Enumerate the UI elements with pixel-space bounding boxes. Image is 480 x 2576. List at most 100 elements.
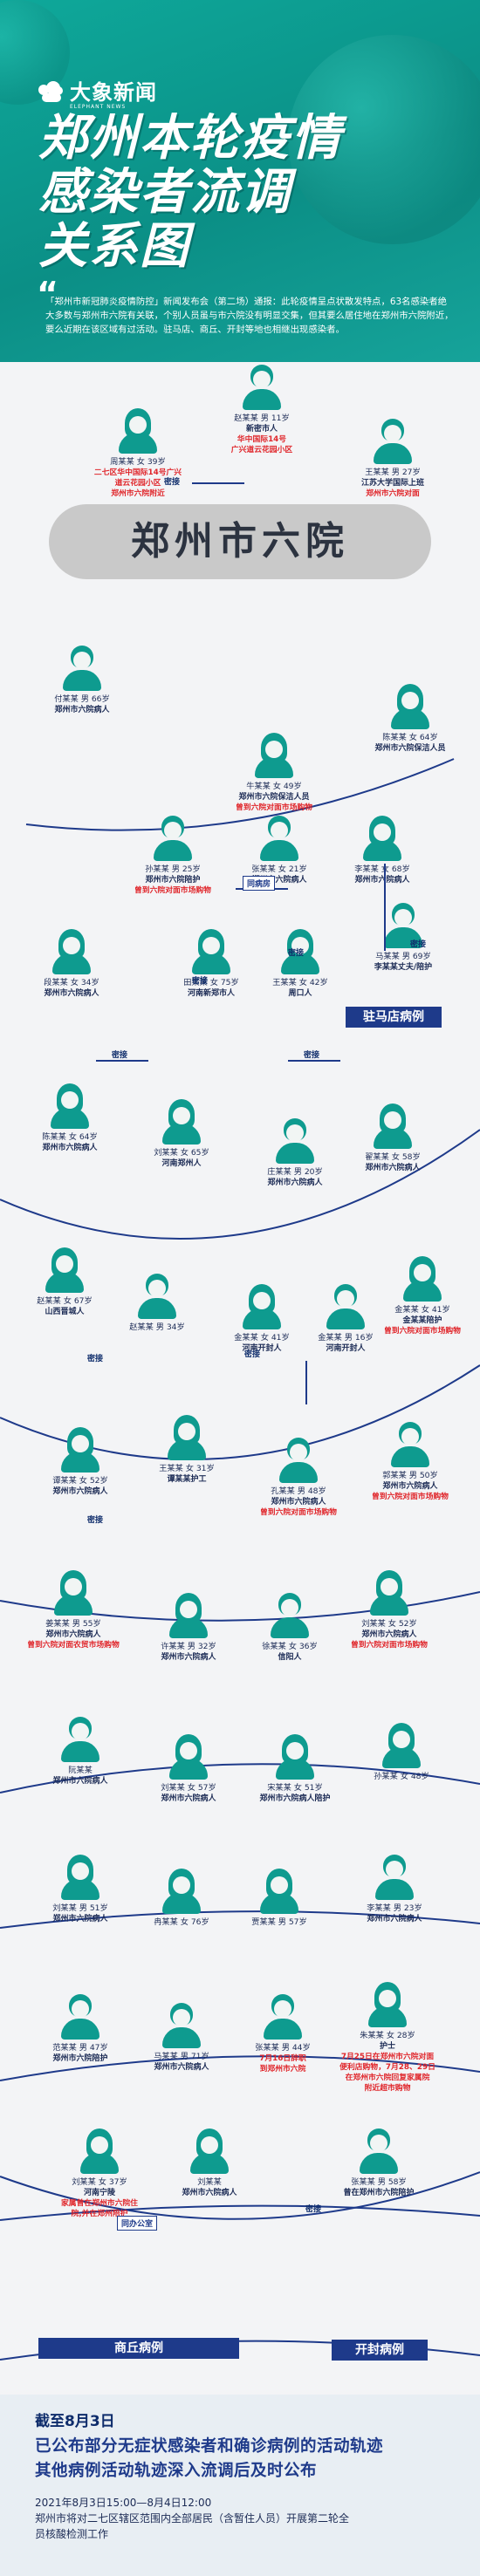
person-note: 曾到六院对面市场购物 (384, 1327, 461, 1336)
tag-mijie-4: 密接 (192, 977, 209, 986)
person-desc: 护士 (379, 2042, 395, 2051)
person-desc: 郑州市六院病人 (44, 989, 99, 998)
person-node: 许某某 男 32岁郑州市六院病人 (127, 1593, 250, 1663)
footer-note-1: 2021年8月3日15:00—8月4日12:00 (35, 2497, 212, 2509)
person-name: 刘某某 (197, 2177, 222, 2187)
person-desc: 新密市人 (245, 425, 278, 434)
label-zhumadian: 驻马店病例 (346, 1007, 442, 1028)
person-icon (384, 903, 422, 948)
person-icon (61, 1717, 99, 1762)
footer-note-3: 员核酸检测工作 (35, 2528, 109, 2540)
brand-sub: ELEPHANT NEWS (70, 104, 127, 110)
person-name: 阮某某 (68, 1766, 93, 1775)
person-name: 牛某某 女 49岁 (246, 782, 302, 791)
person-desc: 郑州市六院保洁人员 (374, 744, 446, 753)
curve-6 (0, 1910, 480, 1929)
curve-7 (0, 2055, 480, 2081)
title-line-3: 关系图 (38, 218, 190, 275)
person-name: 冉某某 女 76岁 (154, 1917, 209, 1927)
person-icon (168, 1415, 206, 1460)
person-icon (363, 816, 401, 861)
person-desc: 郑州市六院病人 (161, 1794, 216, 1803)
person-desc: 郑州市六院病人 (52, 1915, 108, 1923)
person-desc: 郑州市六院病人 (54, 706, 110, 714)
person-desc: 郑州市六院病人 (182, 2189, 237, 2197)
person-icon (271, 1593, 309, 1638)
person-name: 刘某某 男 51岁 (52, 1903, 108, 1913)
person-name: 赵某某 女 67岁 (37, 1296, 93, 1306)
person-icon (368, 1982, 407, 2027)
person-icon (190, 2128, 229, 2174)
person-name: 孙某某 女 48岁 (374, 1772, 429, 1781)
person-desc: 郑州市六院病人 (52, 1487, 108, 1496)
person-desc: 郑州市六院病人 (365, 1164, 421, 1172)
person-note: 曾到六院对面市场购物 (260, 1508, 337, 1517)
person-desc: 郑州市六院保洁人员 (238, 793, 310, 802)
person-note: 到郑州市六院 (259, 2065, 306, 2074)
title-line-1: 郑州本轮疫情 (38, 110, 342, 167)
person-icon (61, 1427, 99, 1472)
person-note: 在郑州市六院回复家属院 (345, 2074, 430, 2082)
person-icon (61, 1994, 99, 2040)
person-name: 朱某某 女 28岁 (360, 2031, 415, 2040)
person-node: 金某某 女 41岁河南开封人 (201, 1284, 323, 1354)
person-name: 庄某某 男 20岁 (267, 1167, 323, 1177)
person-node: 阮某某郑州市六院病人 (19, 1717, 141, 1787)
person-node: 刘某某郑州市六院病人 (148, 2128, 271, 2198)
person-note: 华中国际14号 (237, 435, 287, 444)
person-node: 刘某某 女 52岁郑州市六院病人曾到六院对面市场购物 (328, 1570, 450, 1650)
person-node: 王某某 女 31岁谭某某护工 (126, 1415, 248, 1485)
page-title: 郑州本轮疫情 感染者流调 关系图 (38, 112, 342, 274)
person-icon (162, 1869, 201, 1914)
person-name: 宋某某 女 51岁 (267, 1783, 323, 1793)
person-icon (243, 365, 281, 410)
person-note: 二七区华中国际14号广兴 (93, 468, 182, 477)
person-name: 金某某 男 16岁 (318, 1333, 374, 1343)
person-desc: 山西晋城人 (45, 1308, 85, 1316)
person-icon (169, 1734, 208, 1780)
tag-mijie-1: 密接 (112, 1051, 128, 1060)
person-name: 王某某 女 42岁 (272, 978, 328, 987)
person-desc: 郑州市六院陪护 (52, 2054, 108, 2063)
person-note: 曾到六院对面市场购物 (351, 1641, 428, 1650)
person-desc: 江苏大学国际上班 (360, 479, 424, 488)
tag-tongbangongshi: 同办公室 (117, 2216, 158, 2231)
person-node: 李某某 女 68岁郑州市六院病人 (321, 816, 443, 885)
person-icon (192, 929, 230, 974)
person-icon (169, 1593, 208, 1638)
tag-mijie-9: 密接 (87, 1516, 104, 1525)
person-icon (403, 1256, 442, 1302)
person-desc: 河南开封人 (326, 1344, 366, 1353)
person-name: 刘某某 女 37岁 (72, 2177, 127, 2187)
person-name: 陈某某 女 64岁 (42, 1132, 98, 1142)
person-name: 刘某某 女 57岁 (161, 1783, 216, 1793)
person-node: 张某某 女 21岁郑州市六院病人 (218, 816, 340, 885)
person-node: 姜某某 男 55岁郑州市六院病人曾到六院对面农贸市场购物 (12, 1570, 134, 1650)
person-name: 谭某某 女 52岁 (52, 1476, 108, 1486)
footer-note-2: 郑州市将对二七区辖区范围内全部居民（含暂住人员）开展第二轮全 (35, 2512, 350, 2525)
person-note: 便利店购物，7月28、29日 (339, 2063, 435, 2072)
person-icon (360, 2128, 398, 2174)
person-note: 家属曾在郑州市六院住 (61, 2199, 138, 2208)
person-desc: 周口人 (288, 989, 312, 998)
person-node: 郭某某 男 50岁郑州市六院病人曾到六院对面市场购物 (349, 1422, 471, 1502)
person-name: 李某某 女 68岁 (354, 864, 410, 874)
person-name: 付某某 男 66岁 (54, 694, 110, 704)
link-1 (96, 1060, 148, 1062)
person-name: 马某某 男 69岁 (375, 952, 431, 961)
person-note: 曾到六院对面市场购物 (134, 886, 211, 895)
person-name: 刘某某 女 65岁 (154, 1148, 209, 1158)
person-desc: 郑州市六院病人 (361, 1630, 417, 1639)
footer-date: 截至8月3日 (35, 2413, 115, 2430)
person-desc: 河南新郑市人 (187, 989, 235, 998)
tag-mijie-8: 密接 (244, 1350, 261, 1359)
person-node: 陈某某 女 64岁郑州市六院病人 (9, 1083, 131, 1153)
person-desc: 郑州市六院病人 (42, 1144, 98, 1152)
label-shangqiu: 商丘病例 (38, 2338, 239, 2359)
brand-logo: 大象新闻 ELEPHANT NEWS (38, 75, 157, 110)
person-desc: 郑州市六院病人 (382, 1482, 438, 1491)
person-note: 7月16日辞职 (259, 2054, 306, 2063)
person-node: 徐某某 女 36岁信阳人 (229, 1593, 351, 1663)
person-icon (391, 684, 429, 729)
